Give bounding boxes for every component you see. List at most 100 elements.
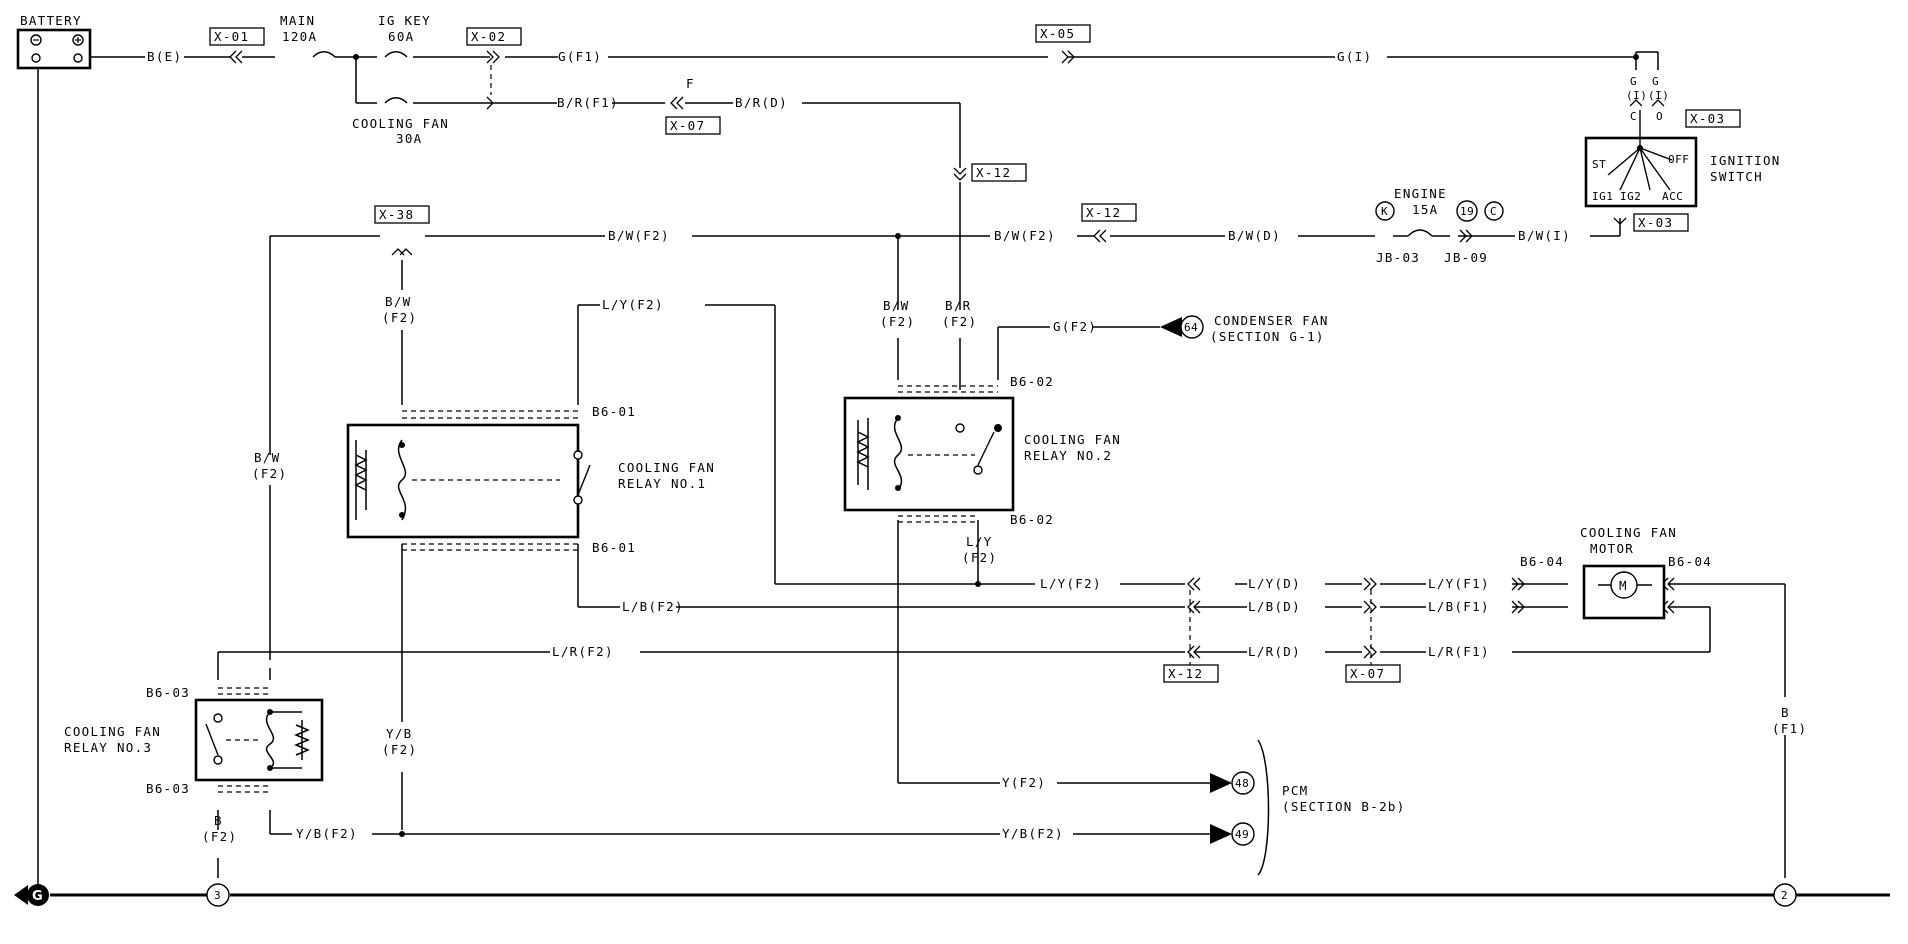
fuse-engine-rating: 15A xyxy=(1412,202,1438,217)
relay2-connector-top: B6-02 xyxy=(1010,374,1054,389)
connector-x07-lower: X-07 xyxy=(1350,666,1385,681)
wire-label-bwf2-right: B/W(F2) xyxy=(994,228,1056,243)
connector-x12-mid: X-12 xyxy=(1086,205,1121,220)
wire-label-lyd: L/Y(D) xyxy=(1248,576,1301,591)
cooling-fan-motor xyxy=(1582,564,1666,620)
wire-label-lrd: L/R(D) xyxy=(1248,644,1301,659)
motor-wire-b: B xyxy=(1781,705,1790,720)
condenser-fan-sub: (SECTION G-1) xyxy=(1210,329,1325,344)
fuse-coolingfan-name: COOLING FAN xyxy=(352,116,449,131)
ign-wire-i-1: (I) xyxy=(1626,89,1647,102)
ign-wire-g-1: G xyxy=(1630,75,1637,88)
fuse-igkey-rating: 60A xyxy=(388,29,414,44)
pcm-name: PCM xyxy=(1282,783,1308,798)
wire-label-lyf1: L/Y(F1) xyxy=(1428,576,1490,591)
connector-x03-top: X-03 xyxy=(1690,111,1725,126)
relay2-name: COOLING FAN xyxy=(1024,432,1121,447)
motor-symbol: M xyxy=(1619,578,1628,593)
ign-pos-off: OFF xyxy=(1668,153,1689,166)
ign-pos-st: ST xyxy=(1592,158,1606,171)
circle-48-text: 48 xyxy=(1235,777,1249,790)
motor-connector-left: B6-04 xyxy=(1520,554,1564,569)
relay3-name: COOLING FAN xyxy=(64,724,161,739)
ignition-switch-sub: SWITCH xyxy=(1710,169,1763,184)
connector-x05-box xyxy=(1035,24,1091,43)
lower-chevrons xyxy=(1187,577,1675,659)
relay2-connector-bottom: B6-02 xyxy=(1010,512,1054,527)
wire-label-brf1: B/R(F1) xyxy=(557,95,619,110)
cooling-fan-relay-1 xyxy=(346,423,591,539)
pcm-sub: (SECTION B-2b) xyxy=(1282,799,1406,814)
connector-x07: X-07 xyxy=(670,118,705,133)
wire-label-yf2: Y(F2) xyxy=(1002,775,1046,790)
connector-x12-upper-box xyxy=(971,163,1027,182)
connector-x12-lower-box xyxy=(1163,664,1219,683)
circle-19 xyxy=(1456,200,1478,222)
fuse-main-name: MAIN xyxy=(280,13,315,28)
relay3-wire-b: B xyxy=(214,813,223,828)
wire-label-bwf2-left: B/W(F2) xyxy=(608,228,670,243)
ign-pos-ig1: IG1 xyxy=(1592,190,1613,203)
wire-label-lbf1: L/B(F1) xyxy=(1428,599,1490,614)
ign-pos-ig2: IG2 xyxy=(1620,190,1641,203)
connector-x38-box xyxy=(374,205,430,224)
wire-label-gi: G(I) xyxy=(1337,49,1372,64)
ground-label: G xyxy=(32,889,43,904)
circle-64 xyxy=(1180,315,1204,339)
wire-lines xyxy=(37,51,1890,897)
relay2-wire-ly: L/Y xyxy=(966,534,992,549)
connector-x01: X-01 xyxy=(214,29,249,44)
cooling-fan-relay-3 xyxy=(194,698,324,782)
ground-symbol xyxy=(27,884,49,906)
connector-x12-upper: X-12 xyxy=(976,165,1011,180)
fuse-coolingfan-rating: 30A xyxy=(396,131,422,146)
cooling-fan-relay-2 xyxy=(843,396,1015,512)
wire-label-be: B(E) xyxy=(147,49,182,64)
relay1-name: COOLING FAN xyxy=(618,460,715,475)
connector-jb03: JB-03 xyxy=(1376,250,1420,265)
ground-node-2-text: 2 xyxy=(1781,889,1788,902)
relay2-wire-bw-f2: (F2) xyxy=(880,314,915,329)
battery-label: BATTERY xyxy=(20,13,82,28)
fuse-block-letter: F xyxy=(686,76,695,91)
motor-name: COOLING FAN xyxy=(1580,525,1677,540)
circle-49-text: 49 xyxy=(1235,828,1249,841)
connector-x03-bottom-box xyxy=(1633,213,1689,232)
relay3-wire-f2: (F2) xyxy=(202,829,237,844)
motor-connector-right: B6-04 xyxy=(1668,554,1712,569)
ignition-switch-name: IGNITION xyxy=(1710,153,1781,168)
circle-49 xyxy=(1231,822,1255,846)
circle-k-text: K xyxy=(1381,205,1388,218)
ignition-switch xyxy=(1584,110,1698,208)
relay3-connector-bottom: B6-03 xyxy=(146,781,190,796)
connector-x02-box xyxy=(466,27,522,46)
connector-x07-lower-box xyxy=(1345,664,1401,683)
relay3-connector-top: B6-03 xyxy=(146,685,190,700)
connector-chevrons xyxy=(229,50,1665,256)
ground-arrow xyxy=(14,885,28,905)
relay1-wire-f2: (F2) xyxy=(382,310,417,325)
wire-label-lyf2: L/Y(F2) xyxy=(1040,576,1102,591)
ign-pos-acc: ACC xyxy=(1662,190,1683,203)
connector-x12-lower: X-12 xyxy=(1168,666,1203,681)
connector-x03-bottom: X-03 xyxy=(1638,215,1673,230)
left-wire-f2: (F2) xyxy=(252,466,287,481)
wire-label-lrf2: L/R(F2) xyxy=(552,644,614,659)
connector-x01-box xyxy=(209,27,265,46)
fuse-main-rating: 120A xyxy=(282,29,317,44)
connector-jb09: JB-09 xyxy=(1444,250,1488,265)
connector-x05: X-05 xyxy=(1040,26,1075,41)
circle-19-text: 19 xyxy=(1460,205,1474,218)
relay1-wire-bw: B/W xyxy=(385,294,411,309)
condenser-arrow xyxy=(1160,317,1182,337)
wire-label-bwd: B/W(D) xyxy=(1228,228,1281,243)
ign-pin-c: C xyxy=(1630,110,1637,123)
pcm-bracket xyxy=(1257,739,1270,876)
circle-48 xyxy=(1231,771,1255,795)
relay1-wire-yb-f2: (F2) xyxy=(382,742,417,757)
fuse-engine-name: ENGINE xyxy=(1394,186,1447,201)
connector-x03-top-box xyxy=(1685,109,1741,128)
motor-wire-f1: (F1) xyxy=(1772,721,1807,736)
